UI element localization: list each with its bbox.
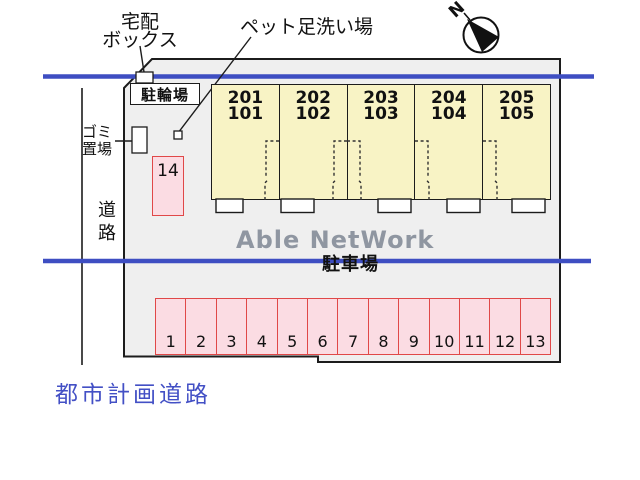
delivery-box-leader-line [139,45,145,73]
unit-number-lower: 101 [227,104,264,124]
delivery-box-label-line2: ボックス [102,29,178,51]
garbage-area-label-line2: 置場 [81,140,112,158]
road-label: 道路 [95,200,116,246]
unit-number-upper: 204 [431,88,467,108]
garbage-area-label-line1: ゴミ [81,123,112,141]
parking-space: 13 [525,332,546,351]
parking-space: 1 [156,299,187,354]
unit-number-lower: 105 [498,104,535,124]
unit-number-lower: 104 [431,104,467,124]
parking-space: 6 [308,299,339,354]
pet-wash-label: ペット足洗い場 [240,16,374,38]
parking-lot-label: 駐車場 [322,254,379,275]
bicycle-parking-box: 駐輪場 [130,83,200,105]
parking-space: 3 [217,299,248,354]
unit-number-upper: 201 [227,88,264,108]
unit-number-upper: 203 [363,88,399,108]
unit-number-lower: 103 [363,104,399,124]
unit-number-upper: 205 [498,88,535,108]
garbage-box-marker [131,126,148,154]
unit-number-upper: 202 [295,88,331,108]
parking-space: 2 [186,299,217,354]
north-compass-icon [462,12,500,54]
parking-space: 8 [369,299,400,354]
delivery-box-label-line1: 宅配 [120,11,159,33]
watermark: Able NetWork [236,226,435,254]
pet-wash-marker [173,130,183,140]
parking-space: 9 [399,299,430,354]
city-planning-road-label: 都市計画道路 [55,382,211,408]
parking-space: 10 [430,299,460,354]
parking-space: 12 [490,299,521,354]
parking-space-14: 14 [152,156,184,216]
parking-space: 11 [460,299,491,354]
unit-number-lower: 102 [295,104,331,124]
parking-space: 7 [338,299,369,354]
delivery-box-marker [135,71,154,84]
parking-space: 4 [247,299,278,354]
parking-space: 5 [278,299,308,354]
